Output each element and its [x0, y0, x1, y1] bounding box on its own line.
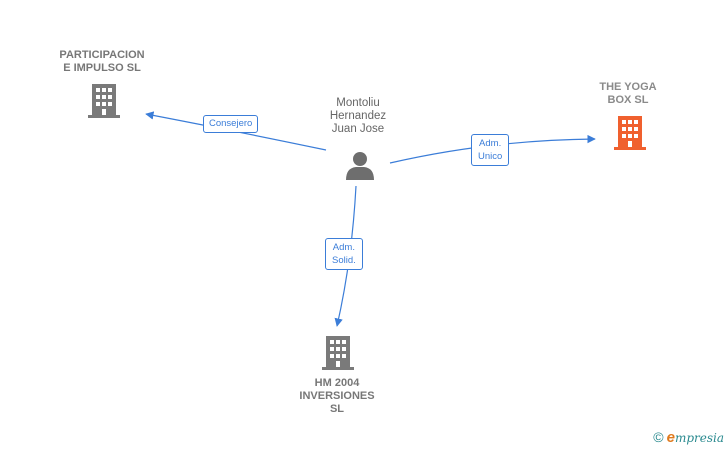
edge-label-consejero: Consejero: [203, 115, 259, 133]
edge-label-line: Adm.: [332, 242, 355, 253]
edge-label-line: Adm.: [479, 138, 502, 149]
label-line: E IMPULSO SL: [63, 62, 141, 74]
edge-label-line: Unico: [478, 151, 503, 162]
node-label-yoga[interactable]: THE YOGA BOX SL: [578, 81, 678, 107]
copyright-symbol: ©: [653, 429, 664, 445]
edge-label-text: Consejero: [209, 118, 253, 129]
label-line: BOX SL: [607, 94, 649, 106]
building-icon[interactable]: [322, 336, 354, 370]
label-line: THE YOGA: [599, 81, 657, 93]
person-icon[interactable]: [346, 152, 374, 180]
label-line: Hernandez: [329, 110, 387, 122]
edge-label-adm-solid: Adm. Solid.: [325, 238, 363, 270]
edge-label-adm-unico: Adm. Unico: [471, 134, 510, 166]
node-label-participacion[interactable]: PARTICIPACION E IMPULSO SL: [44, 49, 160, 75]
edge-label-line: Solid.: [332, 255, 356, 266]
label-line: HM 2004: [314, 377, 360, 389]
label-line: Juan Jose: [331, 123, 385, 135]
brand-logo-text: mpresia: [674, 431, 724, 445]
label-line: Montoliu: [336, 97, 380, 109]
node-label-hm[interactable]: HM 2004 INVERSIONES SL: [287, 377, 387, 416]
building-icon-highlight[interactable]: [614, 116, 646, 150]
brand-logo: ©empresia: [653, 429, 724, 446]
brand-logo-e: e: [666, 429, 675, 446]
label-line: SL: [329, 403, 345, 415]
building-icon[interactable]: [88, 84, 120, 118]
node-label-person[interactable]: Montoliu Hernandez Juan Jose: [318, 97, 398, 136]
label-line: INVERSIONES: [299, 390, 375, 402]
label-line: PARTICIPACION: [59, 49, 145, 61]
